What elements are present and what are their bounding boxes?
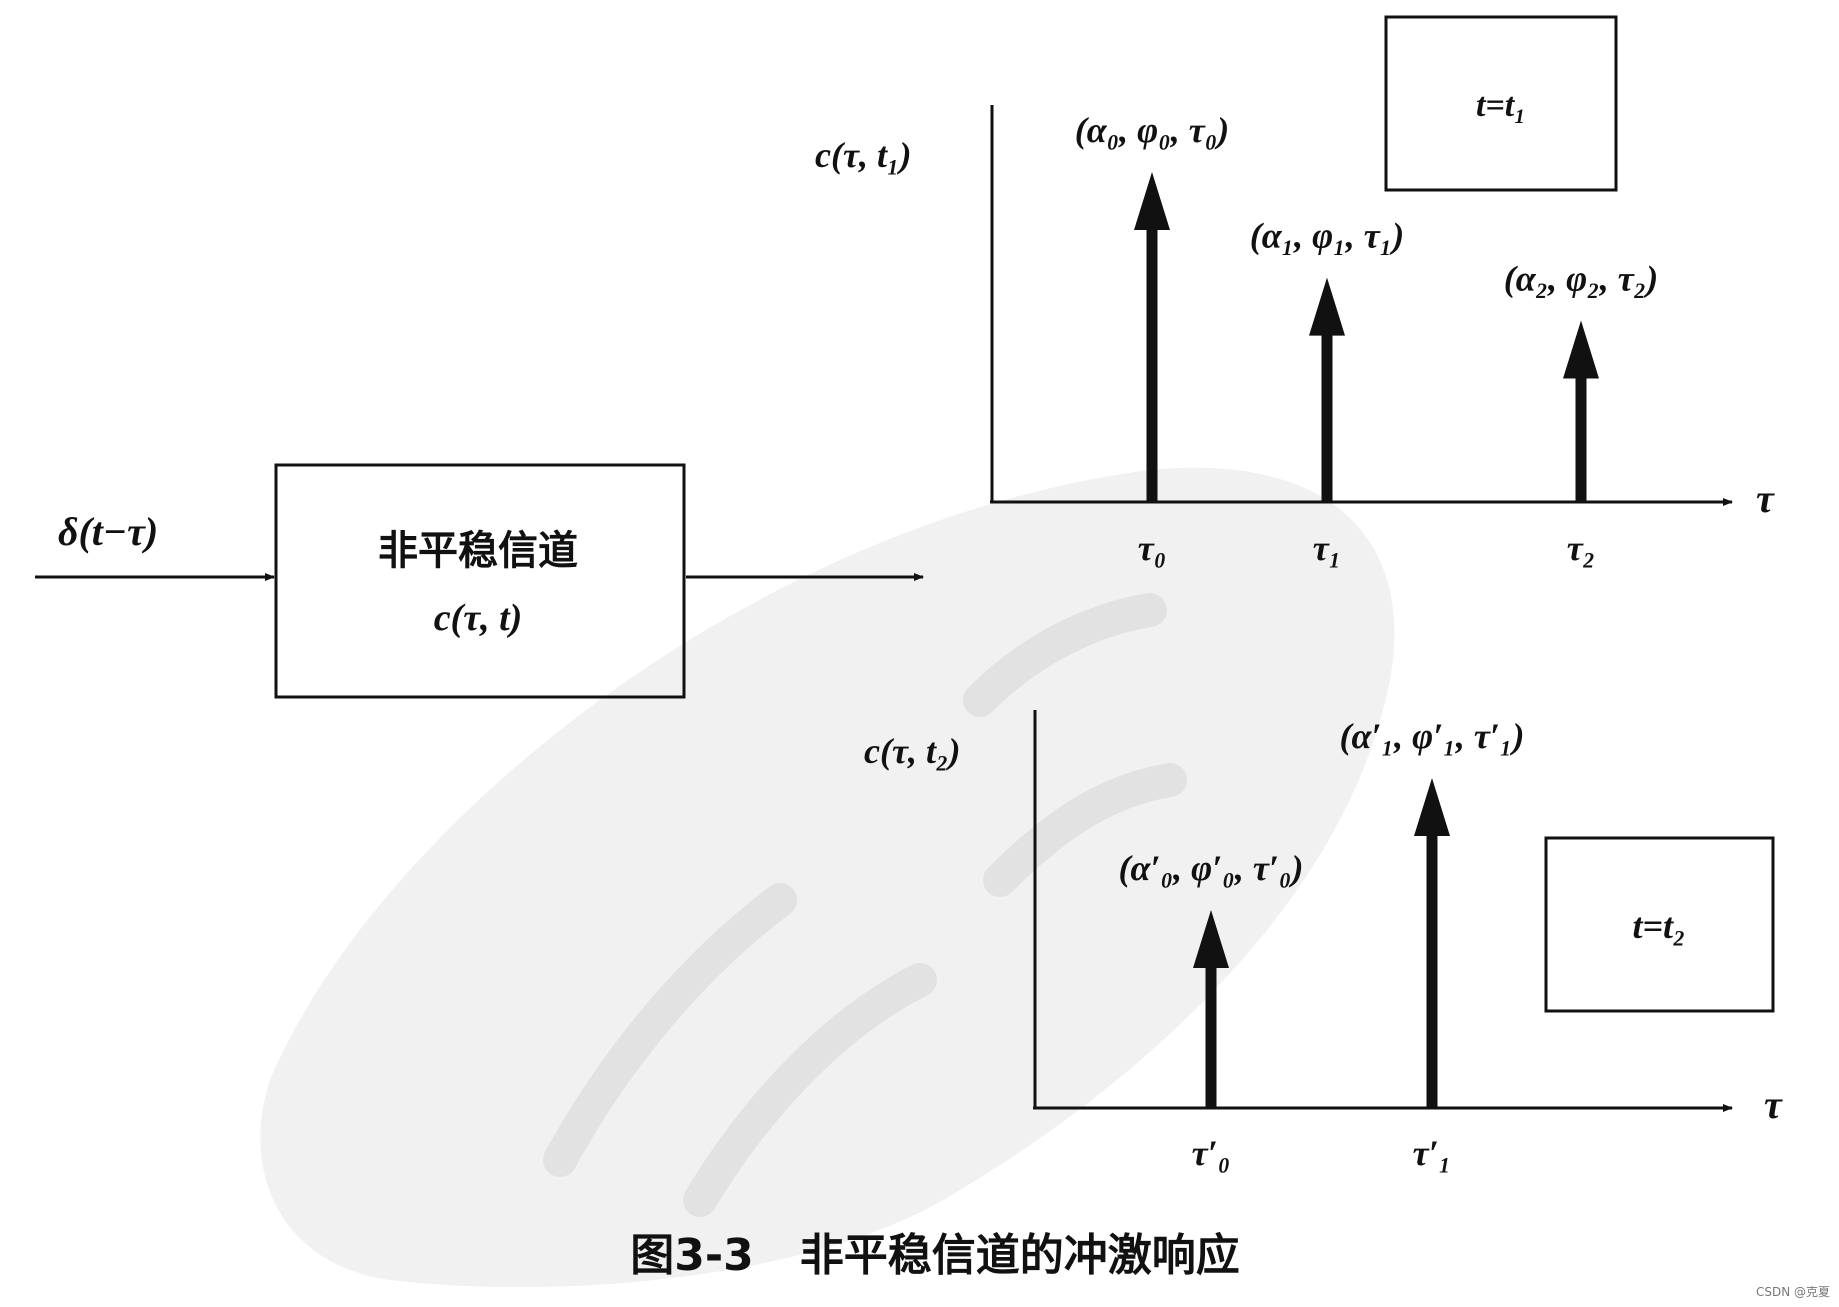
plot-bottom-impulse-0-arrowhead [1193,910,1229,968]
plot-top-impulse-1-tick: τ₁ [1313,528,1342,568]
watermark [260,467,1395,1288]
channel-title: 非平稳信道 [378,528,578,574]
plot-bottom-impulses: (α′₀, φ′₀, τ′₀) τ′₀ (α′₁, φ′₁, τ′₁) τ′₁ [1119,716,1525,1173]
plot-top-impulse-2-arrowhead [1563,320,1599,379]
plot-top-impulse-1-label: (α₁, φ₁, τ₁) [1250,216,1405,256]
plot-bottom-impulse-1-arrowhead [1414,778,1450,836]
input-label: δ(t−τ) [58,509,158,554]
plot-top: c(τ, t₁) τ t=t₁ (α₀, φ₀, τ₀) τ₀ (α₁, φ₁, τ… [815,15,1775,568]
channel-formula: c(τ, t) [434,597,523,639]
plot-bottom-impulse-1-tick: τ′₁ [1413,1133,1452,1173]
plot-bottom-time-label: t=t₂ [1632,906,1685,946]
plot-top-impulse-1-arrowhead [1309,277,1345,336]
plot-bottom-x-label: τ [1764,1082,1783,1127]
plot-top-impulse-2-label: (α₂, φ₂, τ₂) [1504,259,1659,299]
plot-bottom-y-label: c(τ, t₂) [864,731,961,771]
plot-top-impulse-0-arrowhead [1134,172,1170,230]
figure-caption: 图3-3 非平稳信道的冲激响应 [630,1230,1239,1281]
input-signal: δ(t−τ) [35,509,275,581]
plot-bottom-impulse-0-label: (α′₀, φ′₀, τ′₀) [1119,848,1304,888]
plot-bottom-impulse-1-label: (α′₁, φ′₁, τ′₁) [1340,716,1525,756]
plot-bottom-impulse-0-tick: τ′₀ [1192,1133,1231,1173]
plot-top-time-box [1384,15,1618,192]
plot-top-impulse-2-tick: τ₂ [1567,528,1596,568]
plot-top-impulse-0-tick: τ₀ [1138,528,1167,568]
plot-top-x-label: τ [1756,476,1775,521]
plot-top-time-label: t=t₁ [1476,87,1526,124]
plot-bottom-time-box [1544,836,1775,1013]
plot-top-y-label: c(τ, t₁) [815,135,912,175]
plot-top-impulses: (α₀, φ₀, τ₀) τ₀ (α₁, φ₁, τ₁) τ₁ (α₂, φ₂, τ₂)… [1075,110,1659,568]
channel-box [274,463,686,699]
channel-block: 非平稳信道 c(τ, t) [274,463,686,699]
watermark-credit: CSDN @克夏 [1756,1285,1830,1299]
plot-top-impulse-0-label: (α₀, φ₀, τ₀) [1075,110,1230,150]
plot-bottom: c(τ, t₂) τ t=t₂ (α′₀, φ′₀, τ′₀) τ′₀ (α′₁, … [864,710,1783,1173]
